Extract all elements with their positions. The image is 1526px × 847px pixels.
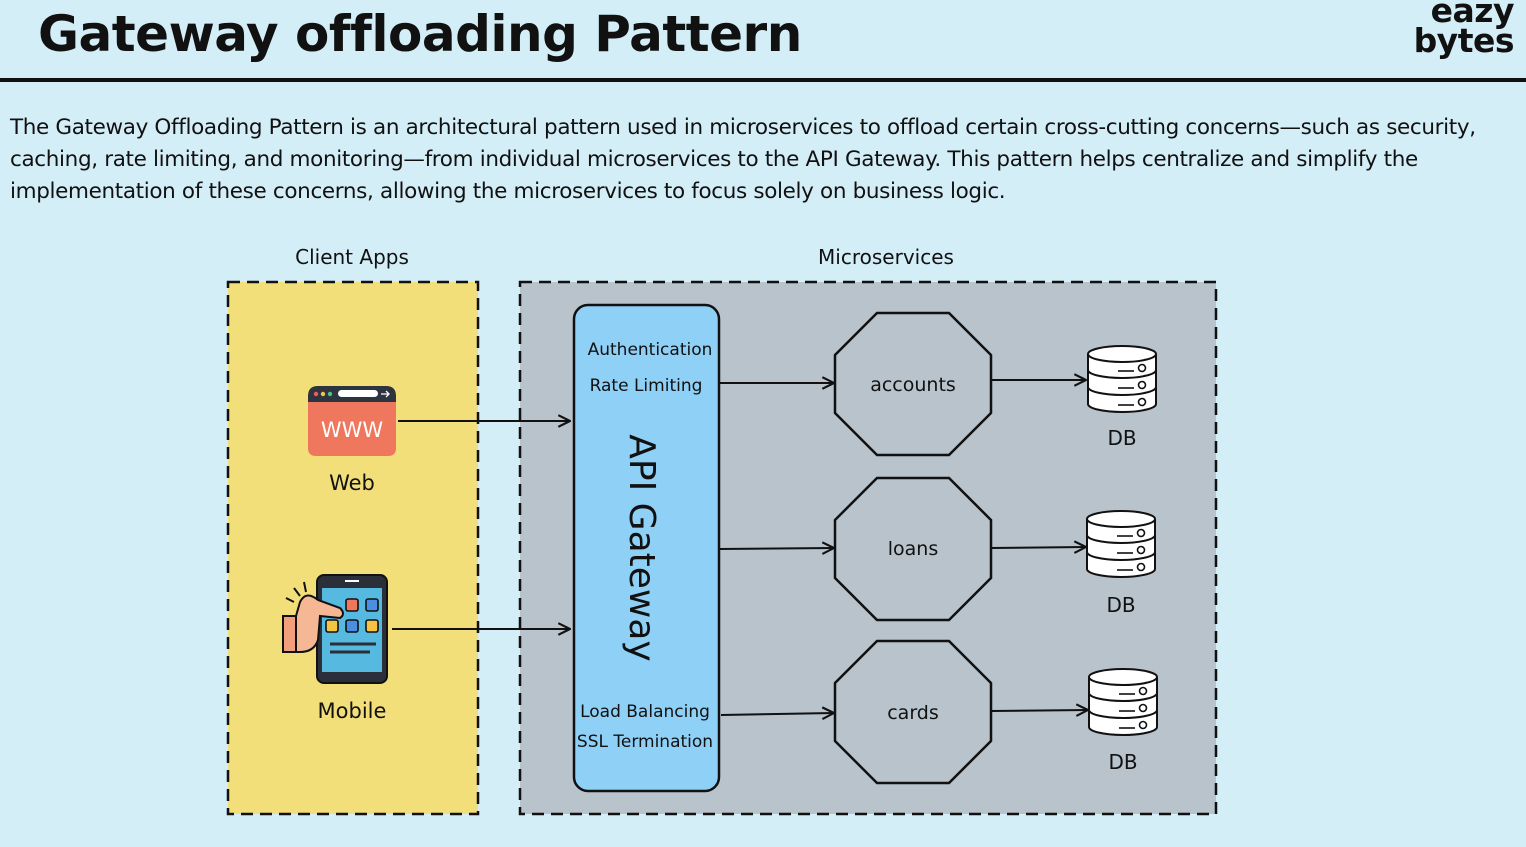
gateway-to-cards-arrow <box>720 706 836 720</box>
gateway-feature-load-balancing: Load Balancing <box>580 702 710 722</box>
browser-www-icon: WWW <box>308 386 396 456</box>
microservices-label: Microservices <box>818 245 954 269</box>
api-gateway-title: API Gateway <box>621 434 662 661</box>
gateway-to-loans-arrow <box>718 541 836 555</box>
client-apps-zone <box>226 280 480 816</box>
cards-db-label: DB <box>1108 750 1137 774</box>
loans-service-label: loans <box>888 538 939 560</box>
loans-service <box>833 476 993 622</box>
web-client-label: Web <box>329 471 375 495</box>
eazybytes-logo: eazy bytes <box>1413 0 1515 60</box>
gateway-feature-authentication: Authentication <box>588 340 713 360</box>
logo-line-2: bytes <box>1413 21 1515 60</box>
header: Gateway offloading Pattern eazy bytes <box>0 0 1526 82</box>
page-title: Gateway offloading Pattern <box>38 5 802 63</box>
gateway-feature-rate-limiting: Rate Limiting <box>590 376 703 396</box>
accounts-db-label: DB <box>1107 426 1136 450</box>
accounts-service <box>833 311 993 457</box>
cards-database-icon <box>1088 668 1158 736</box>
mobile-phone-hand-icon <box>282 574 388 684</box>
cards-service <box>833 639 993 785</box>
accounts-service-label: accounts <box>870 374 956 396</box>
loans-database-icon <box>1086 510 1156 578</box>
loans-to-db-arrow <box>990 540 1088 554</box>
gateway-feature-ssl-termination: SSL Termination <box>577 732 713 752</box>
loans-db-label: DB <box>1106 593 1135 617</box>
cards-to-db-arrow <box>990 703 1090 717</box>
accounts-database-icon <box>1087 345 1157 413</box>
mobile-client-label: Mobile <box>318 699 387 723</box>
cards-service-label: cards <box>887 702 939 724</box>
logo-line-1: eazy <box>1430 0 1515 30</box>
description-paragraph: The Gateway Offloading Pattern is an arc… <box>10 115 1476 204</box>
www-icon-text: WWW <box>321 418 384 442</box>
client-apps-label: Client Apps <box>295 245 409 269</box>
